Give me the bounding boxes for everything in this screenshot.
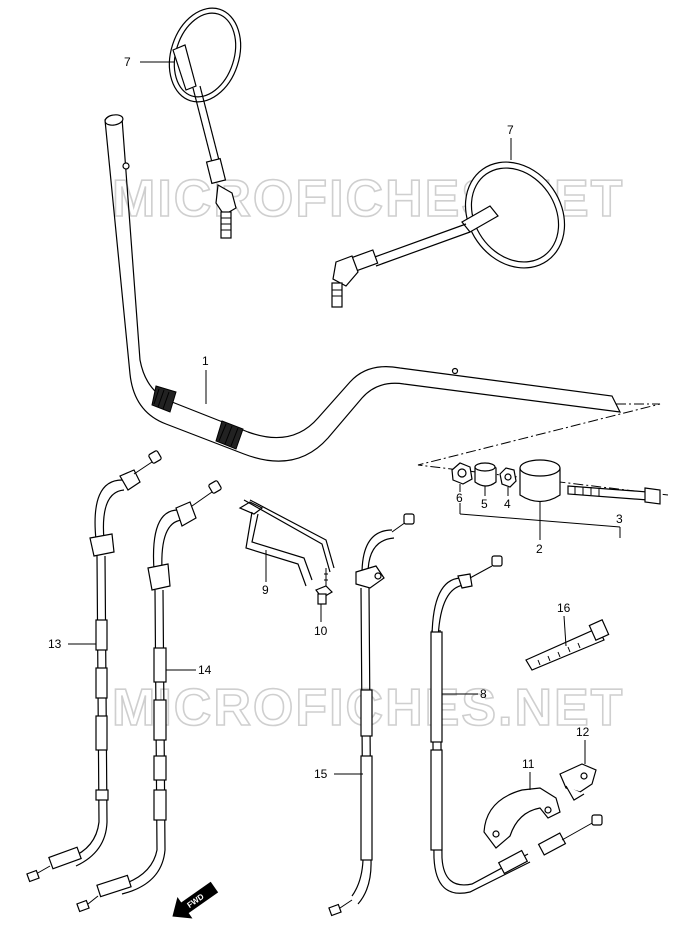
- mirror-right: [331, 161, 566, 308]
- fwd-arrow: FWD: [172, 881, 219, 919]
- callout-1: 1: [202, 354, 209, 368]
- cable-13: [26, 450, 162, 883]
- callout-4: 4: [504, 497, 511, 511]
- callout-12: 12: [576, 725, 590, 739]
- callout-8: 8: [480, 687, 487, 701]
- guide-9: [238, 499, 335, 587]
- cable-8: [430, 555, 603, 894]
- bracket-11: [483, 787, 561, 849]
- cable-14: [76, 480, 222, 913]
- callout-9: 9: [262, 583, 269, 597]
- callouts: 7 7 1 6 5 4 3 2 9 10 16 13 14 8 12 11 15: [48, 55, 623, 790]
- clamp-12: [559, 763, 597, 801]
- tie-16: [525, 619, 610, 671]
- callout-6: 6: [456, 491, 463, 505]
- callout-5: 5: [481, 497, 488, 511]
- callout-2: 2: [536, 542, 543, 556]
- callout-16: 16: [557, 601, 571, 615]
- end-weight-assembly: [451, 459, 661, 540]
- callout-11: 11: [522, 757, 535, 771]
- callout-7b: 7: [507, 123, 514, 137]
- callout-7a: 7: [124, 55, 131, 69]
- cable-15: [328, 513, 415, 917]
- callout-3: 3: [616, 512, 623, 526]
- callout-13: 13: [48, 637, 62, 651]
- callout-10: 10: [314, 624, 328, 638]
- bolt-10: [315, 568, 333, 605]
- callout-15: 15: [314, 767, 328, 781]
- handlebar: [104, 114, 669, 496]
- mirror-left: [168, 7, 242, 239]
- callout-14: 14: [198, 663, 212, 677]
